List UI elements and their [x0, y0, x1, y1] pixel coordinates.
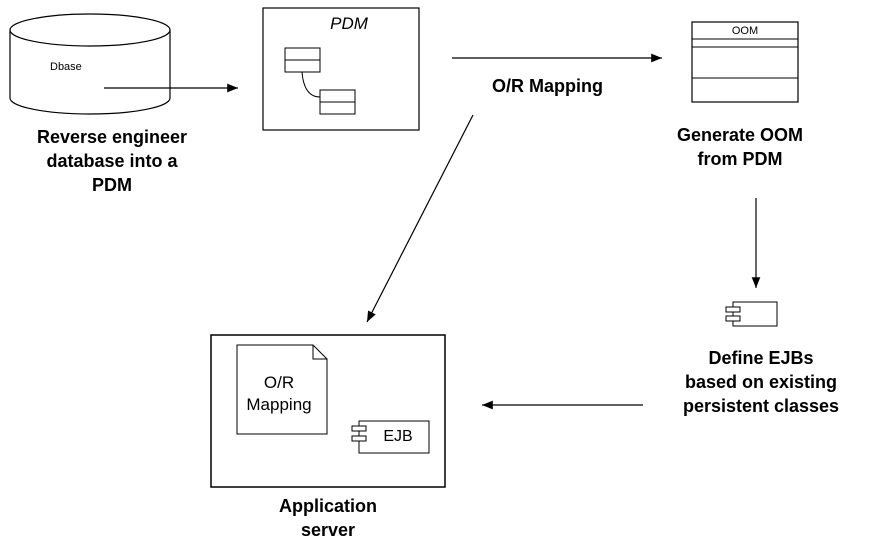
oom-title: OOM — [731, 25, 759, 37]
reverse-caption-line-1: Reverse engineer — [36, 127, 188, 147]
mapping-doc-line-2: Mapping — [246, 395, 312, 414]
define-caption-line-3: persistent classes — [682, 396, 840, 416]
reverse-caption-line-2: database into a — [46, 151, 178, 171]
ejb-component-label: EJB — [383, 428, 413, 445]
reverse-caption-line-3: PDM — [92, 175, 132, 195]
define-ejbs-caption: Define EJBs based on existing persistent… — [650, 346, 872, 418]
generate-caption-line-1: Generate OOM — [676, 125, 804, 145]
mapping-document-label: O/R Mapping — [238, 372, 320, 416]
ejb-component-box — [358, 420, 430, 454]
generate-oom-caption: Generate OOM from PDM — [640, 123, 840, 171]
app-server-caption-line-1: Application — [279, 496, 377, 516]
database-label: Dbase — [50, 61, 82, 73]
pdm-title: PDM — [330, 14, 368, 33]
pdm-box — [262, 7, 420, 131]
reverse-engineer-caption: Reverse engineer database into a PDM — [0, 125, 224, 197]
arrow-mapping-to-server — [366, 114, 474, 323]
mapping-document-icon — [236, 344, 328, 435]
component-icon — [725, 301, 778, 327]
mapping-edge-label: O/R Mapping — [492, 76, 603, 96]
mapping-doc-line-1: O/R — [263, 373, 295, 392]
application-server-box — [210, 334, 446, 488]
app-server-caption-line-2: server — [300, 520, 356, 540]
generate-caption-line-2: from PDM — [697, 149, 783, 169]
database-cylinder — [9, 13, 171, 115]
application-server-caption: Application server — [228, 494, 428, 542]
pdm-reference-line — [301, 71, 321, 98]
define-caption-line-1: Define EJBs — [708, 348, 814, 368]
oom-class-box — [691, 21, 799, 103]
define-caption-line-2: based on existing — [684, 372, 838, 392]
